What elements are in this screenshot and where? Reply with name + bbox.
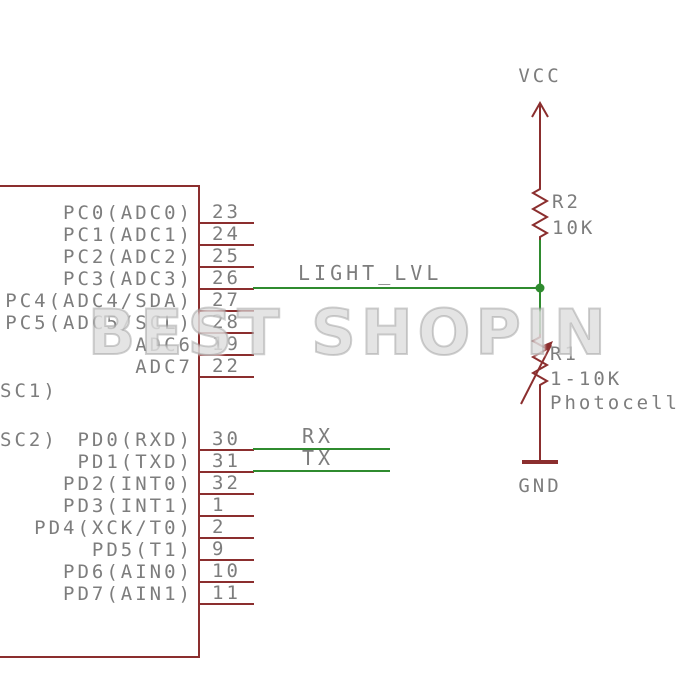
clipped-pin-label: SC2) — [0, 429, 58, 451]
pin-number: 31 — [212, 450, 241, 472]
net-label-tx: TX — [302, 446, 335, 470]
pin-number: 32 — [212, 472, 241, 494]
pin-number: 30 — [212, 428, 241, 450]
pin-stub — [200, 559, 254, 561]
wire-light-lvl — [253, 287, 542, 289]
pin-row: PD4(XCK/T0) 2 — [0, 516, 700, 539]
pin-name-label: PC5(ADC5/SCL) — [5, 312, 193, 334]
pin-name-label: PD1(TXD) — [77, 451, 193, 473]
pin-name-label: PC3(ADC3) — [63, 268, 193, 290]
pin-row: PC4(ADC4/SDA) 27 — [0, 289, 700, 312]
r1-ref-label: R1 — [550, 343, 579, 365]
pin-stub — [200, 493, 254, 495]
net-label-light-lvl: LIGHT_LVL — [298, 261, 443, 285]
pin-stub — [200, 244, 254, 246]
pin-row: PD3(INT1) 1 — [0, 494, 700, 517]
divider-rail — [520, 100, 558, 464]
pin-row: ADC7 22 — [0, 355, 700, 378]
pin-number: 22 — [212, 355, 241, 377]
pin-stub — [200, 603, 254, 605]
pin-name-label: PD5(T1) — [91, 539, 193, 561]
pin-row: PC5(ADC5/SCL) 28 — [0, 311, 700, 334]
pin-number: 26 — [212, 267, 241, 289]
photocell-arrow-icon — [520, 341, 553, 405]
pin-stub — [200, 354, 254, 356]
pin-row: PD7(AIN1) 11 — [0, 582, 700, 605]
pin-name-label: PD4(XCK/T0) — [34, 517, 193, 539]
pin-stub — [200, 310, 254, 312]
pin-stub — [200, 222, 254, 224]
pin-name-label: PC4(ADC4/SDA) — [5, 290, 193, 312]
pin-number: 28 — [212, 311, 241, 333]
pin-name-label: PD0(RXD) — [77, 429, 193, 451]
pin-name-label: PC1(ADC1) — [63, 224, 193, 246]
pin-stub — [200, 332, 254, 334]
pin-name-label: PD3(INT1) — [63, 495, 193, 517]
r1-type-label: Photocell — [550, 392, 680, 414]
pin-stub — [200, 471, 254, 473]
pin-name-label: PC2(ADC2) — [63, 246, 193, 268]
pin-stub — [200, 581, 254, 583]
pin-number: 10 — [212, 560, 241, 582]
gnd-label: GND — [518, 475, 562, 497]
pin-number: 19 — [212, 333, 241, 355]
pin-stub — [200, 449, 254, 451]
pin-stub — [200, 288, 254, 290]
pin-number: 23 — [212, 201, 241, 223]
wire-rx — [253, 448, 390, 450]
resistor-r1-symbol — [530, 334, 550, 390]
pin-row: PD6(AIN0) 10 — [0, 560, 700, 583]
vcc-label: VCC — [518, 65, 562, 87]
pin-number: 11 — [212, 582, 241, 604]
pin-name-label: PD6(AIN0) — [63, 561, 193, 583]
pin-row: PD2(INT0) 32 — [0, 472, 700, 495]
pin-row: PD0(RXD) 30 — [0, 428, 700, 451]
wire-tx — [253, 470, 390, 472]
pin-number: 25 — [212, 245, 241, 267]
pin-name-label: PD2(INT0) — [63, 473, 193, 495]
pin-row: PC2(ADC2) 25 — [0, 245, 700, 268]
pin-name-label: ADC7 — [135, 356, 193, 378]
pin-stub — [200, 537, 254, 539]
pin-number: 27 — [212, 289, 241, 311]
pin-row: PC1(ADC1) 24 — [0, 223, 700, 246]
clipped-pin-label: SC1) — [0, 380, 58, 402]
pin-number: 1 — [212, 494, 227, 516]
pin-name-label: PC0(ADC0) — [63, 202, 193, 224]
ic-body — [0, 185, 200, 658]
pin-stub — [200, 515, 254, 517]
pin-row: ADC6 19 — [0, 333, 700, 356]
pin-row: PD1(TXD) 31 — [0, 450, 700, 473]
r2-ref-label: R2 — [552, 191, 581, 213]
r2-value-label: 10K — [552, 217, 596, 239]
pin-number: 24 — [212, 223, 241, 245]
pin-row: PD5(T1) 9 — [0, 538, 700, 561]
pin-number: 9 — [212, 538, 227, 560]
pin-name-label: PD7(AIN1) — [63, 583, 193, 605]
vcc-symbol — [531, 100, 549, 186]
pin-name-label: ADC6 — [135, 334, 193, 356]
r1-value-label: 1-10K — [550, 368, 623, 390]
net-label-rx: RX — [302, 424, 335, 448]
pin-stub — [200, 376, 254, 378]
pin-stub — [200, 266, 254, 268]
pin-number: 2 — [212, 516, 227, 538]
resistor-r2-symbol — [530, 186, 550, 240]
pin-row: PC0(ADC0) 23 — [0, 201, 700, 224]
pin-row: PC3(ADC3) 26 — [0, 267, 700, 290]
